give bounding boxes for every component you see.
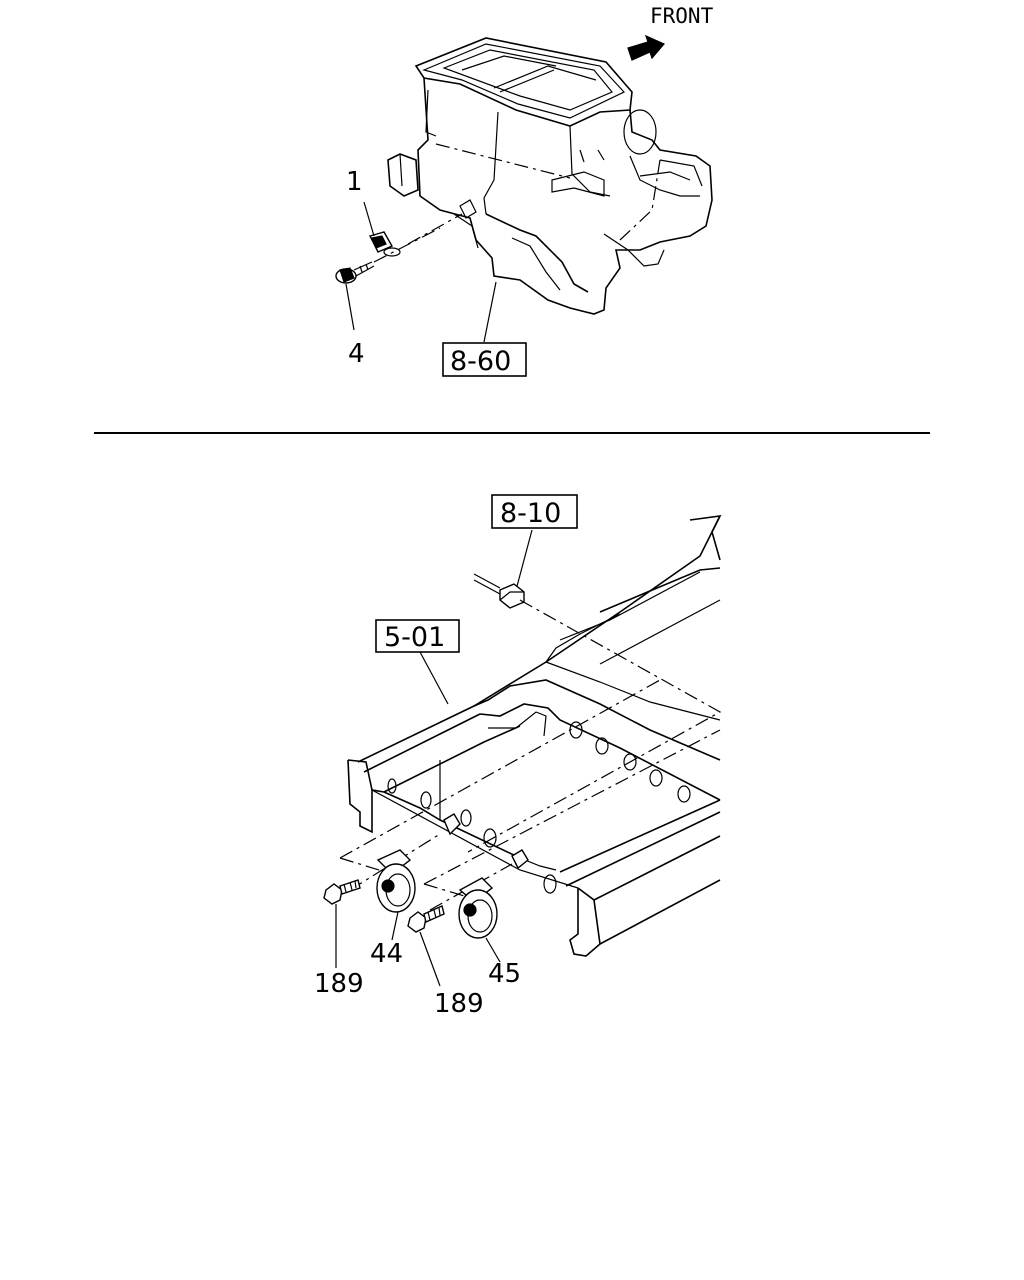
ref-box-8-10: 8-10 xyxy=(491,494,578,591)
part-4-screw xyxy=(335,227,441,331)
ref-8-60-text: 8-60 xyxy=(450,346,511,377)
ref-8-10-text: 8-10 xyxy=(500,498,561,529)
front-label: FRONT xyxy=(650,4,714,28)
horn-44 xyxy=(376,849,416,941)
part-189-left-callout: 189 xyxy=(314,969,364,999)
part-189-right-callout: 189 xyxy=(434,989,484,1019)
front-indicator: FRONT xyxy=(627,4,714,61)
ref-5-01-text: 5-01 xyxy=(384,622,445,653)
bolt-189-left xyxy=(323,879,361,968)
hvac-unit-illustration xyxy=(387,37,713,315)
front-arrow-icon xyxy=(627,34,665,61)
harness-connector xyxy=(473,573,525,609)
part-4-callout: 4 xyxy=(348,339,365,369)
chassis-frame-illustration xyxy=(339,515,722,957)
bolt-189-right xyxy=(407,905,445,987)
part-1-clip xyxy=(363,201,401,257)
part-1-callout: 1 xyxy=(346,167,363,197)
ref-box-5-01: 5-01 xyxy=(375,619,460,705)
horn-45 xyxy=(458,877,501,963)
part-45-callout: 45 xyxy=(488,959,521,989)
part-44-callout: 44 xyxy=(370,939,403,969)
ref-box-8-60: 8-60 xyxy=(442,281,527,377)
